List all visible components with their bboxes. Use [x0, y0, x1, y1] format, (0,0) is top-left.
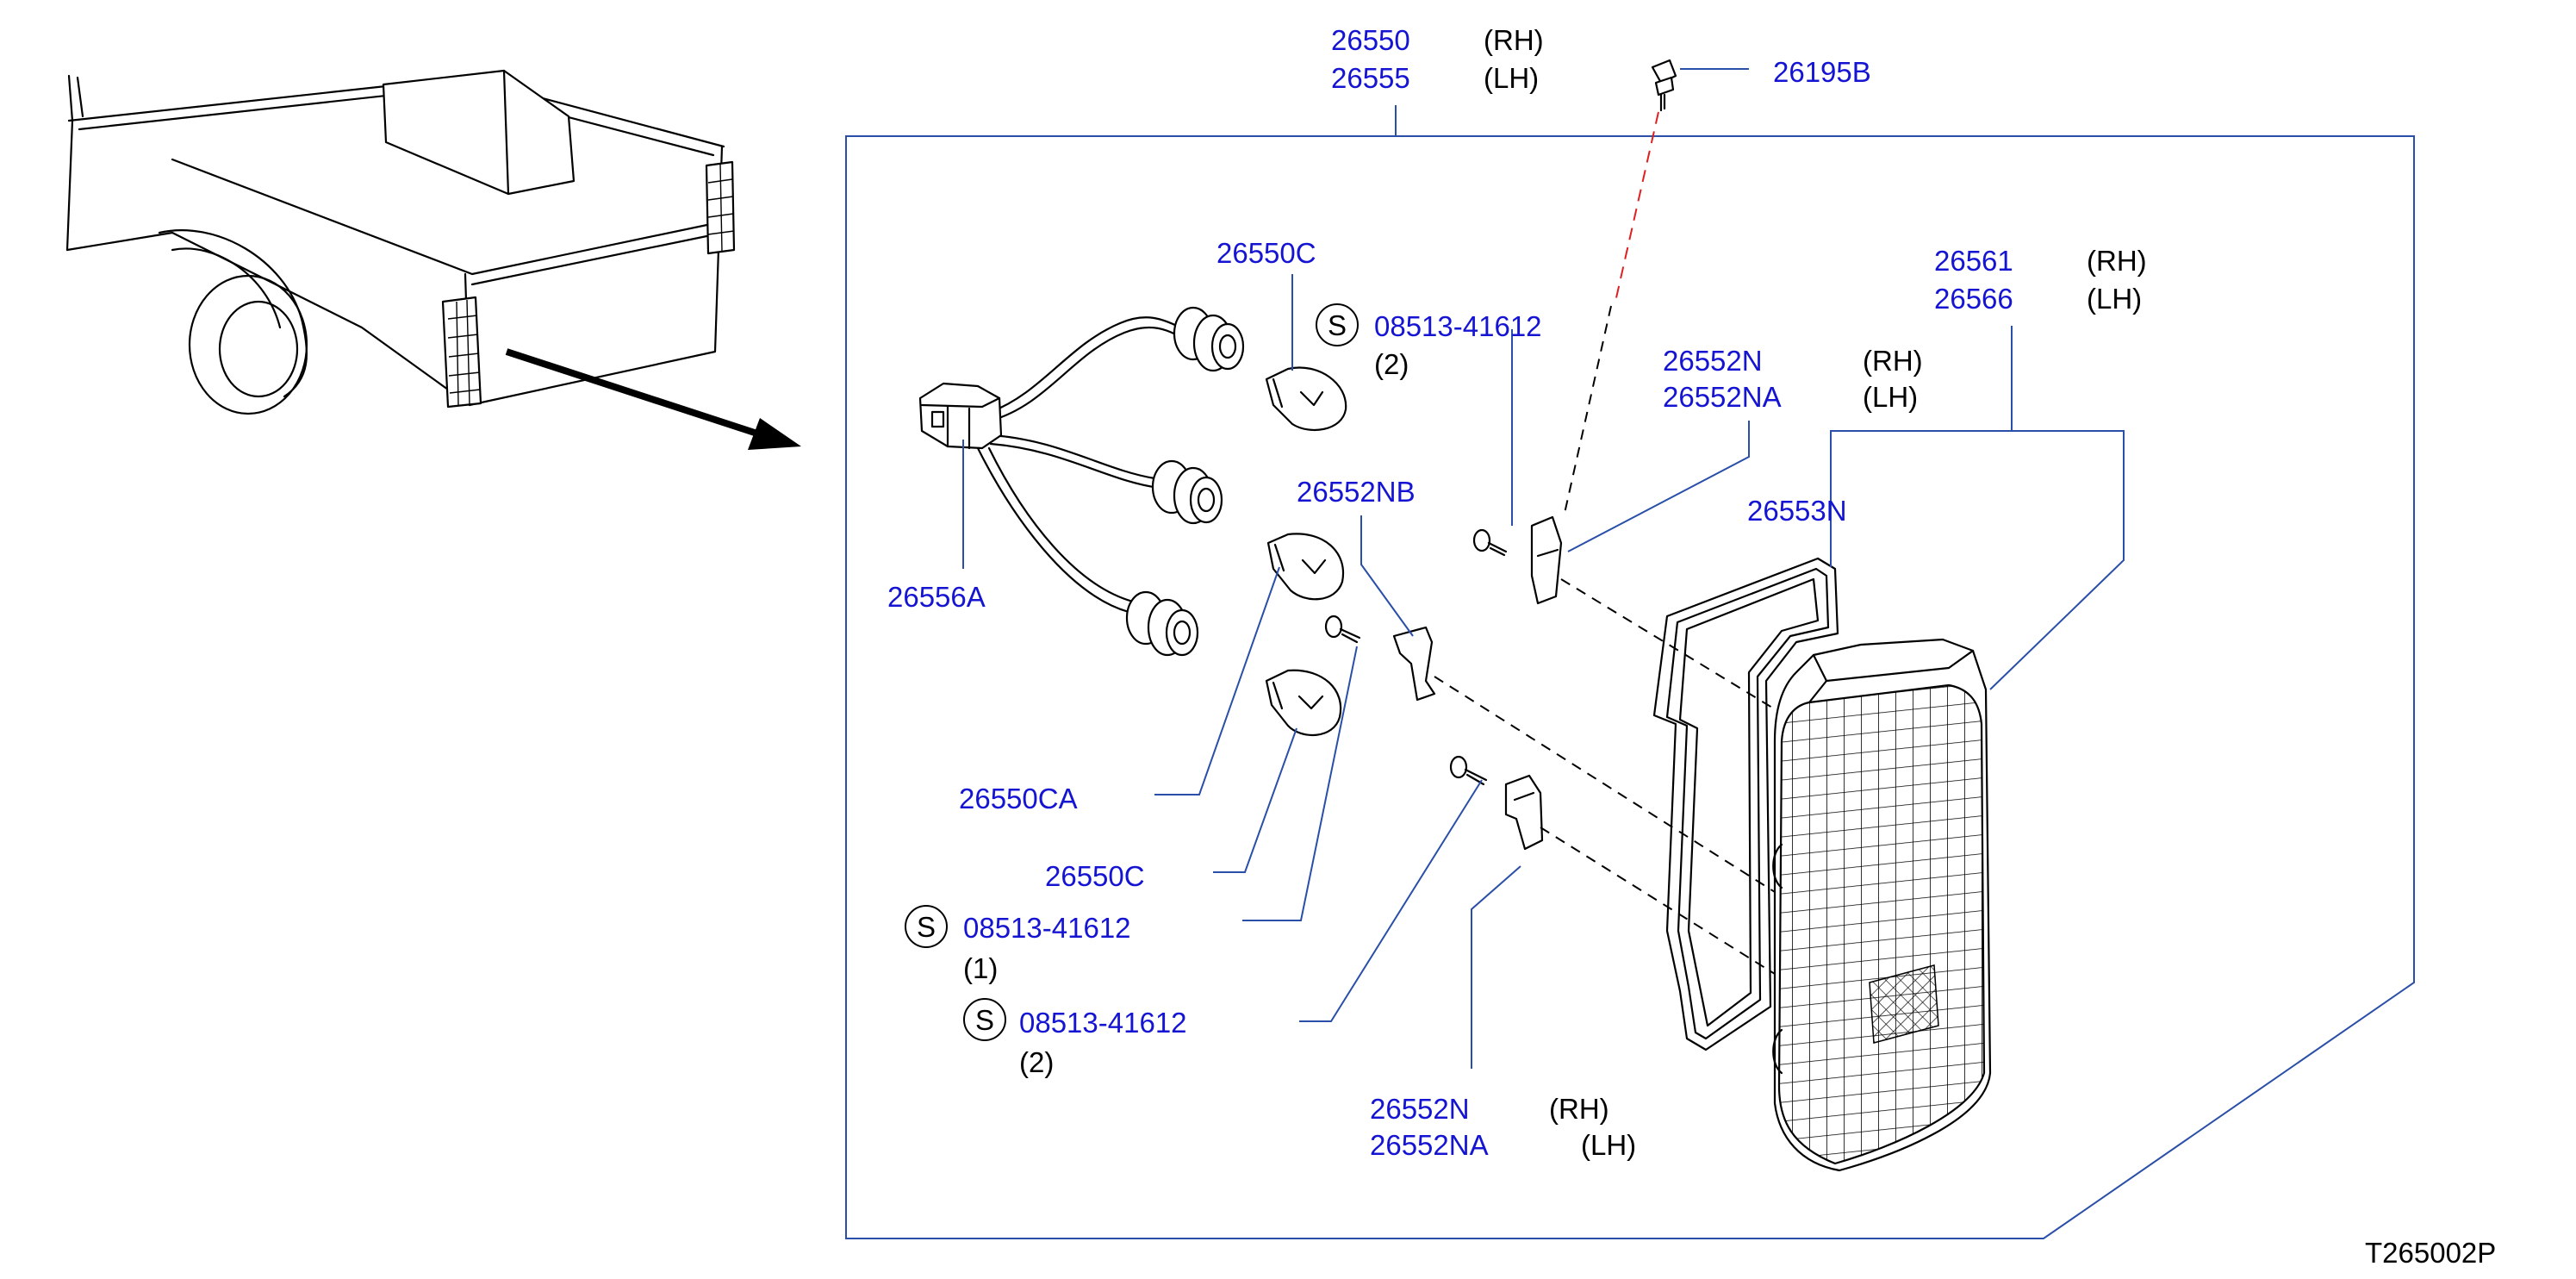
bracket-bottom-rh-part-number: 26552N: [1370, 1093, 1470, 1125]
lens-lh-part-number: 26566: [1934, 283, 2013, 315]
assembly-boundary: [845, 135, 2415, 1239]
lens-rh-side: (RH): [2087, 245, 2147, 277]
screw-s-top-qty: (2): [1374, 348, 1409, 380]
gasket-26553n-label: 26553N: [1747, 495, 1847, 527]
gasket-26553n-icon: [1652, 557, 1839, 1051]
assy-rh-side: (RH): [1484, 24, 1544, 56]
s-symbol-middle: S: [905, 905, 948, 948]
figure-code: T265002P: [2365, 1237, 2496, 1269]
bracket-bottom-icon: [1504, 774, 1544, 851]
screw-s1-qty: (1): [963, 952, 998, 984]
leader-lines: [962, 68, 2125, 1069]
screw-top-26195b-icon: [1651, 59, 1677, 112]
screw-s1-part-number: 08513-41612: [963, 912, 1131, 944]
assy-lh-side: (LH): [1484, 62, 1539, 94]
svg-text:S: S: [1328, 309, 1347, 341]
lens-rh-part-number: 26561: [1934, 245, 2013, 277]
direction-arrow-icon: [505, 348, 801, 450]
lens-lh-side: (LH): [2087, 283, 2142, 315]
socket-middle-icon: [1151, 459, 1223, 525]
bracket-top-lh-part-number: 26552NA: [1663, 381, 1782, 413]
assy-rh-part-number: 26550: [1331, 24, 1410, 56]
socket-bottom-icon: [1125, 590, 1199, 657]
screw-s-top-part-number: 08513-41612: [1374, 310, 1542, 342]
assy-lh-part-number: 26555: [1331, 62, 1410, 94]
bracket-top-rh-side: (RH): [1863, 345, 1923, 377]
harness-26556a-label: 26556A: [887, 581, 986, 613]
s-symbol-top: S: [1316, 303, 1359, 346]
bracket-bottom-lh-part-number: 26552NA: [1370, 1129, 1489, 1161]
bulb-lower-icon: [1265, 669, 1342, 736]
bracket-top-lh-side: (LH): [1863, 381, 1918, 413]
screw-s2-part-number: 08513-41612: [1019, 1007, 1187, 1039]
bracket-middle-icon: [1392, 626, 1436, 702]
screw-bracket-mid-icon: [1324, 615, 1361, 644]
bulb-26550ca-label: 26550CA: [959, 783, 1078, 814]
bulb-26550c-top-label: 26550C: [1216, 237, 1316, 269]
truck-tail-lamp-right-icon: [705, 160, 736, 255]
truck-tail-lamp-left-icon: [441, 296, 482, 409]
bulb-top-icon: [1265, 366, 1347, 431]
truck-rear-illustration: [65, 69, 801, 450]
socket-top-icon: [1173, 306, 1245, 372]
screw-bracket-top-icon: [1472, 528, 1508, 557]
bracket-bottom-lh-side: (LH): [1581, 1129, 1636, 1161]
bracket-26552nb-label: 26552NB: [1297, 476, 1416, 508]
svg-text:S: S: [917, 911, 936, 943]
bracket-top-icon: [1530, 515, 1563, 605]
bracket-top-rh-part-number: 26552N: [1663, 345, 1763, 377]
lens-26561-icon: [1772, 638, 1992, 1172]
screw-s2-qty: (2): [1019, 1046, 1054, 1078]
svg-text:S: S: [975, 1004, 994, 1036]
bulb-26550c-lower-label: 26550C: [1045, 860, 1145, 892]
bulb-middle-icon: [1266, 533, 1345, 601]
wiring-harness-icon: [918, 306, 1245, 657]
s-symbol-bottom: S: [963, 998, 1006, 1041]
bracket-bottom-rh-side: (RH): [1549, 1093, 1609, 1125]
screw-26195b-label: 26195B: [1773, 56, 1871, 88]
